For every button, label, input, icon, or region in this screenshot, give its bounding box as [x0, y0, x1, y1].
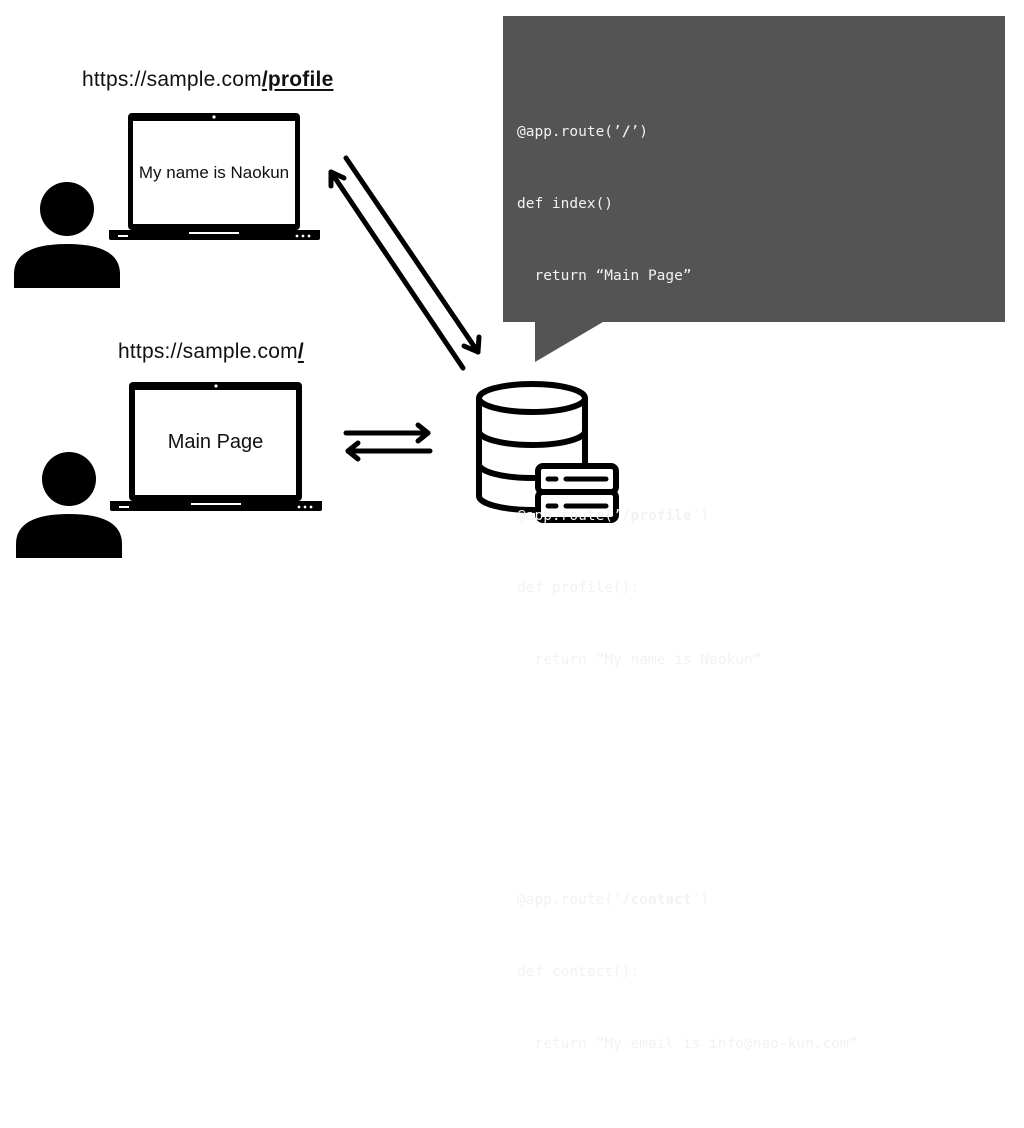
server-rack-details	[545, 476, 609, 509]
route-def: def profile():	[517, 580, 640, 596]
laptop-icon-top	[109, 113, 320, 240]
request-arrow-head	[461, 334, 482, 355]
diagram-graphics	[14, 113, 619, 558]
speech-bubble-tail	[535, 322, 603, 362]
diagonal-arrows	[328, 155, 482, 371]
route-decorator: @app.route(’/profile’)	[517, 508, 710, 524]
request-arrow-head	[415, 422, 431, 444]
horizontal-arrows	[343, 422, 433, 462]
route-block-contact: @app.route(’/contact’) def contact(): re…	[517, 840, 857, 1104]
top-url-path: /profile	[261, 68, 334, 91]
top-url-base: https://sample.com	[82, 68, 262, 91]
bottom-laptop-screen: Main Page	[135, 390, 296, 495]
top-url: https://sample.com/profile	[82, 68, 333, 92]
route-block-profile: @app.route(’/profile’) def profile(): re…	[517, 456, 857, 792]
response-arrow-head	[328, 169, 347, 189]
route-return: return “My email is info@nao-kun.com”	[517, 1036, 858, 1052]
bottom-url-base: https://sample.com	[118, 340, 298, 363]
server-database-icon	[476, 381, 619, 523]
route-return: return “My name is Naokun”	[517, 652, 762, 668]
request-arrow-line	[343, 155, 481, 355]
bottom-url-path: /	[297, 340, 304, 363]
user-icon-top	[14, 182, 120, 288]
route-block-index: @app.route(’/’) def index() return “Main…	[517, 72, 857, 408]
response-arrow-line	[328, 169, 466, 371]
route-return: return “Main Page”	[517, 268, 692, 284]
route-def: def index()	[517, 196, 614, 212]
server-code: @app.route(’/’) def index() return “Main…	[517, 24, 857, 1128]
route-decorator: @app.route(’/’)	[517, 124, 648, 140]
bottom-screen-text: Main Page	[167, 431, 264, 453]
top-screen-text: My name is Naokun	[138, 162, 290, 182]
response-arrow-head	[345, 440, 361, 462]
laptop-icon-bottom	[110, 382, 322, 511]
route-def: def contact():	[517, 964, 640, 980]
user-icon-bottom	[16, 452, 122, 558]
bottom-url: https://sample.com/	[118, 340, 304, 364]
server-code-bubble	[503, 16, 1005, 322]
route-decorator: @app.route(’/contact’)	[517, 892, 710, 908]
top-laptop-screen: My name is Naokun	[133, 121, 295, 224]
